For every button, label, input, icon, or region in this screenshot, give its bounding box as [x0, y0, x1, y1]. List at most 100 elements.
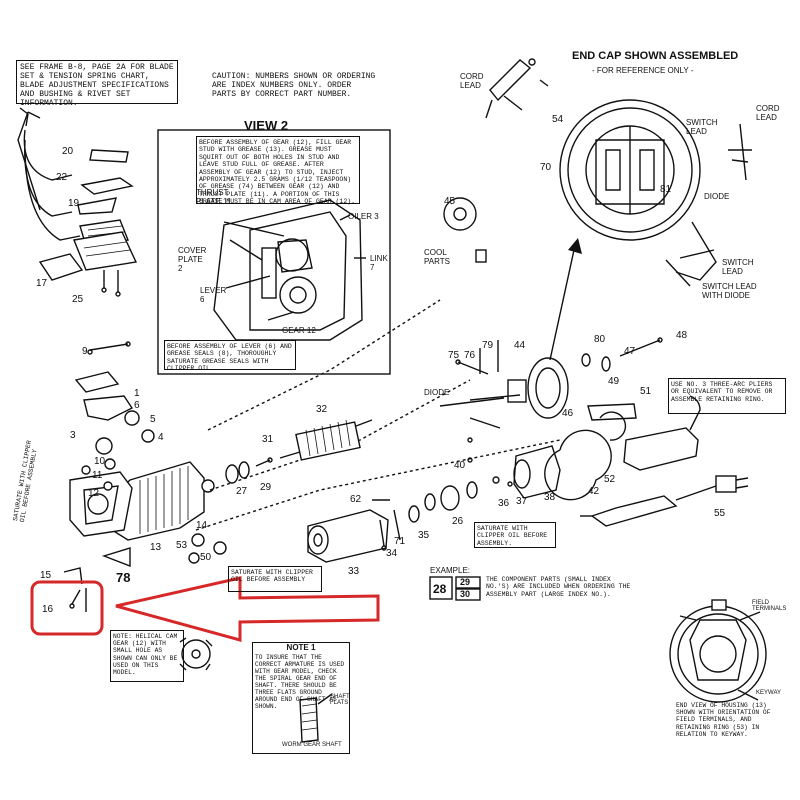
example-label: EXAMPLE: — [430, 566, 471, 575]
part-71: 71 — [394, 536, 406, 547]
switch-lead-diode-label: SWITCH LEAD WITH DIODE — [702, 282, 757, 300]
part-33: 33 — [348, 566, 360, 577]
part-55: 55 — [714, 508, 726, 519]
diode-label-2: DIODE — [424, 388, 450, 397]
part-10: 10 — [94, 456, 106, 467]
part-79: 79 — [482, 340, 494, 351]
helical-note-box: NOTE: HELICAL CAM GEAR (12) WITH SMALL H… — [110, 630, 184, 682]
caution-note: CAUTION: NUMBERS SHOWN OR ORDERING ARE I… — [212, 72, 376, 99]
highlight-callout — [30, 576, 380, 642]
blade-set-note-box: SEE FRAME B-8, PAGE 2A FOR BLADE SET & T… — [16, 60, 178, 108]
part-75: 75 — [448, 350, 460, 361]
saturate-left-note: SATURATE WITH CLIPPER OIL BEFORE ASSEMBL… — [11, 439, 39, 523]
part-15: 15 — [40, 570, 52, 581]
part-12: 12 — [88, 488, 100, 499]
part-53: 53 — [176, 540, 188, 551]
part-17: 17 — [36, 278, 48, 289]
part-49: 49 — [608, 376, 620, 387]
saturate-mid-box: SATURATE WITH CLIPPER OIL BEFORE ASSEMBL… — [228, 566, 322, 592]
saturate-right-box: SATURATE WITH CLIPPER OIL BEFORE ASSEMBL… — [474, 522, 556, 548]
view2-bottom-box: BEFORE ASSEMBLY OF LEVER (6) AND GREASE … — [164, 340, 296, 372]
note1-shaft — [299, 693, 333, 743]
saturate-mid-note: SATURATE WITH CLIPPER OIL BEFORE ASSEMBL… — [231, 569, 313, 584]
part-29: 29 — [260, 482, 272, 493]
gear-label: GEAR 12 — [282, 326, 316, 335]
part-51: 51 — [640, 386, 652, 397]
part-78: 78 — [116, 570, 131, 585]
switch-lead-label-2: SWITCH LEAD — [722, 258, 754, 276]
example-note: THE COMPONENT PARTS (SMALL INDEX NO.'S) … — [486, 576, 631, 598]
oiler-label: OILER 3 — [348, 212, 379, 221]
blade-set-leader-lines — [17, 107, 81, 241]
part-42: 42 — [588, 486, 600, 497]
end-cap-title: END CAP SHOWN ASSEMBLED — [572, 50, 739, 62]
part-35: 35 — [418, 530, 430, 541]
part-3: 3 — [70, 430, 76, 441]
note1-text: TO INSURE THAT THE CORRECT ARMATURE IS U… — [255, 654, 345, 710]
part-22: 22 — [56, 172, 68, 183]
cord-lead-label: CORD LEAD — [460, 72, 484, 90]
part-27: 27 — [236, 486, 248, 497]
part-52: 52 — [604, 474, 616, 485]
end-cap-parts — [439, 238, 749, 527]
cover-plate-label: COVER PLATE 2 — [178, 246, 207, 273]
view2-bottom-note: BEFORE ASSEMBLY OF LEVER (6) AND GREASE … — [167, 343, 292, 373]
field-housing-note: END VIEW OF HOUSING (13) SHOWN WITH ORIE… — [676, 702, 771, 738]
part-80: 80 — [594, 334, 606, 345]
three-tab-note-box: USE NO. 3 THREE-ARC PLIERS OR EQUIVALENT… — [668, 378, 786, 414]
part-1: 1 — [134, 388, 140, 399]
part-36: 36 — [498, 498, 510, 509]
part-46: 46 — [562, 408, 574, 419]
end-cap-subtitle: - FOR REFERENCE ONLY - — [592, 66, 694, 75]
lower-left-assembly — [63, 341, 227, 612]
part-31: 31 — [262, 434, 274, 445]
keyway-label: KEYWAY — [756, 690, 782, 696]
part-13: 13 — [150, 542, 162, 553]
part-26: 26 — [452, 516, 464, 527]
part-38: 38 — [544, 492, 556, 503]
field-terminals-label: FIELD TERMINALS — [752, 600, 787, 612]
view2-title: VIEW 2 — [244, 118, 289, 133]
part-81: 81 — [660, 184, 672, 195]
part-54: 54 — [552, 114, 564, 125]
example-bracket — [429, 576, 481, 601]
thrust-plate-label: THRUST PLATE 11 — [196, 188, 232, 206]
blade-set-parts — [38, 149, 138, 297]
field-housing-end-view — [669, 599, 767, 703]
example-small-bottom: 30 — [460, 589, 471, 599]
three-tab-note: USE NO. 3 THREE-ARC PLIERS OR EQUIVALENT… — [671, 381, 773, 403]
saturate-left-box: SATURATE WITH CLIPPER OIL BEFORE ASSEMBL… — [12, 440, 42, 523]
part-47: 47 — [624, 346, 636, 357]
part-4: 4 — [158, 432, 164, 443]
part-25: 25 — [72, 294, 84, 305]
cord-lead-label-2: CORD LEAD — [756, 104, 780, 122]
part-16: 16 — [42, 604, 54, 615]
part-37: 37 — [516, 496, 528, 507]
view2-drawing — [157, 129, 391, 375]
diode-label: DIODE — [704, 192, 730, 201]
example-small-top: 29 — [460, 577, 471, 587]
part-9: 9 — [82, 346, 88, 357]
shaft-flats-label: SHAFT FLATS — [330, 694, 350, 706]
link-label: LINK 7 — [370, 254, 388, 272]
view2-note: BEFORE ASSEMBLY OF GEAR (12), FILL GEAR … — [199, 139, 356, 206]
helical-gear — [179, 637, 213, 671]
blade-set-note: SEE FRAME B-8, PAGE 2A FOR BLADE SET & T… — [20, 63, 174, 108]
view2-note-box: BEFORE ASSEMBLY OF GEAR (12), FILL GEAR … — [196, 136, 360, 205]
part-32: 32 — [316, 404, 328, 415]
part-40: 40 — [454, 460, 466, 471]
note1-box: NOTE 1 TO INSURE THAT THE CORRECT ARMATU… — [252, 642, 350, 754]
part-19: 19 — [68, 198, 80, 209]
part-70: 70 — [540, 162, 552, 173]
end-cap-assembled — [443, 58, 752, 287]
lever-label: LEVER 6 — [200, 286, 227, 304]
part-5: 5 — [150, 414, 156, 425]
cool-parts-label: COOL PARTS — [424, 248, 450, 266]
switch-lead-label: SWITCH LEAD — [686, 118, 718, 136]
part-76: 76 — [464, 350, 476, 361]
part-11: 11 — [92, 470, 103, 481]
saturate-right-note: SATURATE WITH CLIPPER OIL BEFORE ASSEMBL… — [477, 525, 548, 547]
helical-note: NOTE: HELICAL CAM GEAR (12) WITH SMALL H… — [113, 633, 178, 677]
